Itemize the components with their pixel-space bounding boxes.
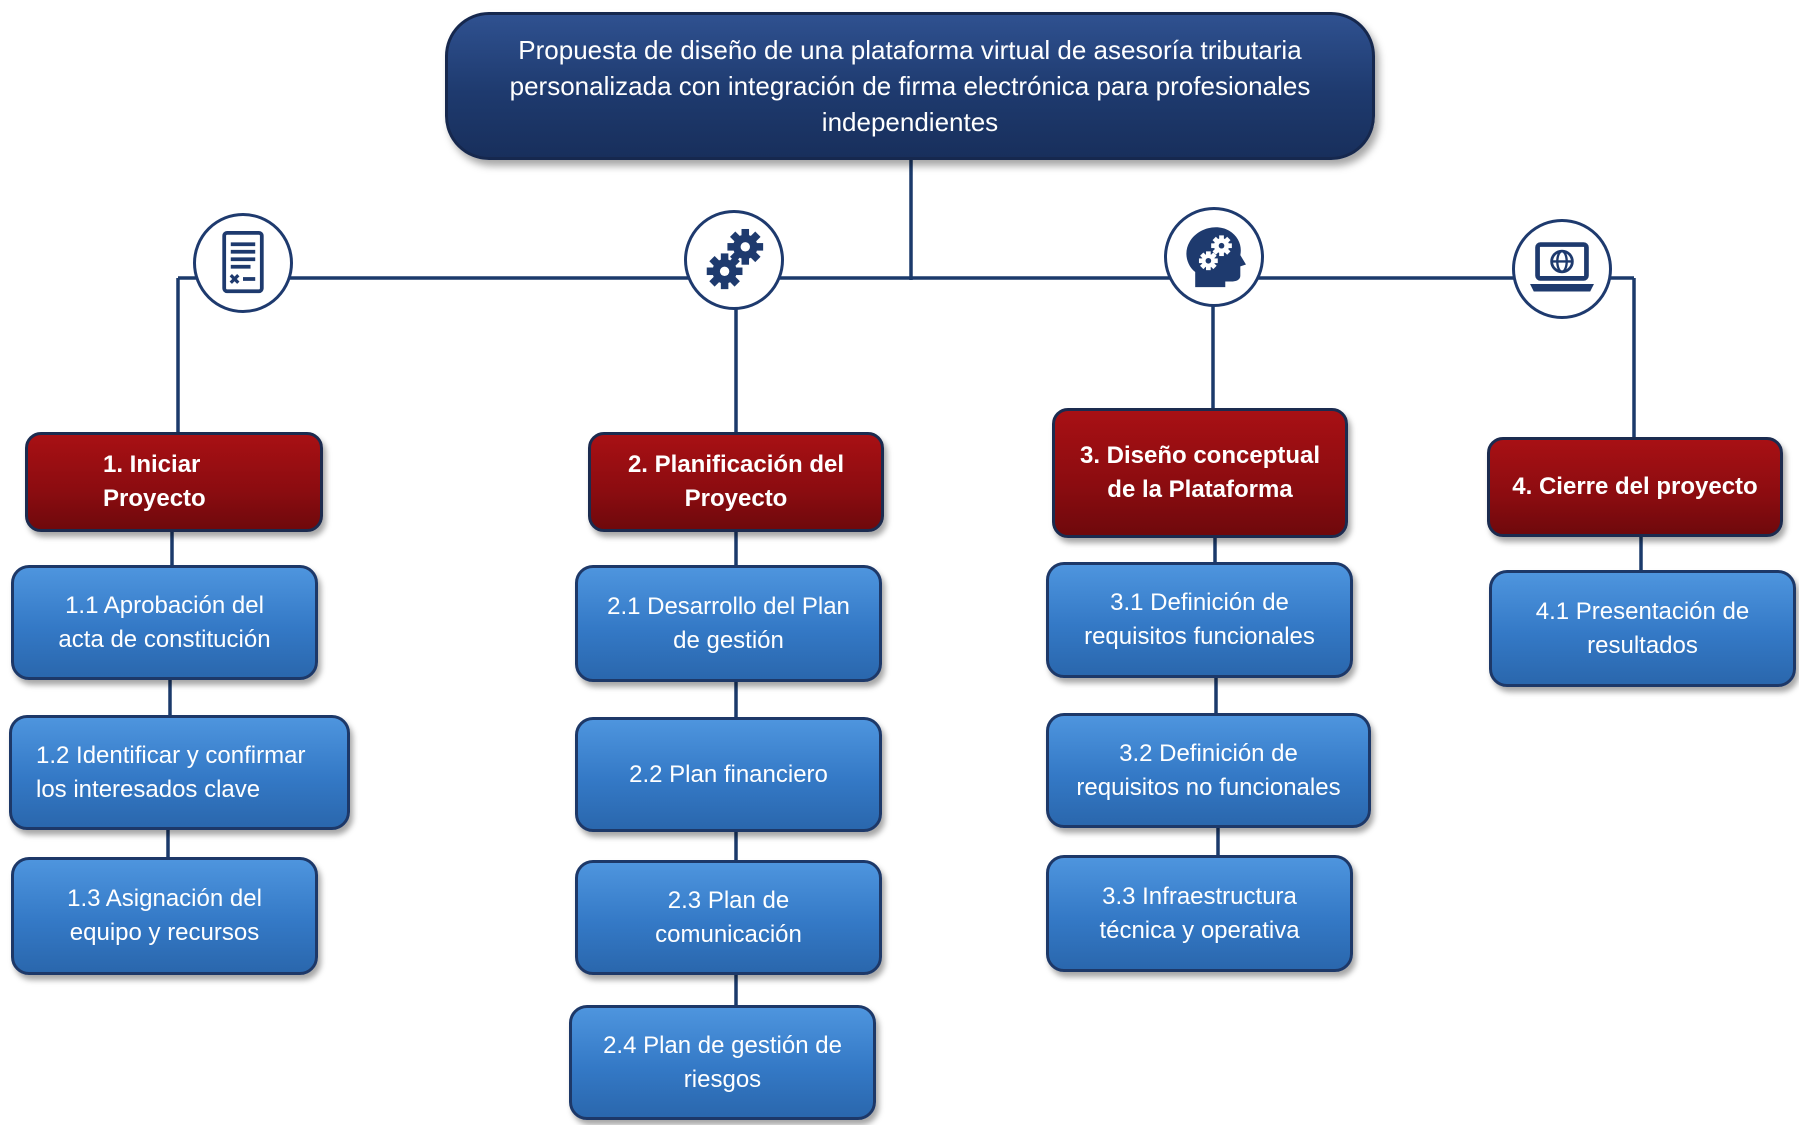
gears-icon bbox=[684, 210, 784, 310]
task-2-4: 2.4 Plan de gestión de riesgos bbox=[569, 1005, 876, 1120]
task-1-2: 1.2 Identificar y confirmar los interesa… bbox=[9, 715, 350, 830]
document-icon bbox=[193, 213, 293, 313]
task-3-2: 3.2 Definición de requisitos no funciona… bbox=[1046, 713, 1371, 828]
phase-3-design: 3. Diseño conceptual de la Plataforma bbox=[1052, 408, 1348, 538]
task-3-3: 3.3 Infraestructura técnica y operativa bbox=[1046, 855, 1353, 972]
task-3-1: 3.1 Definición de requisitos funcionales bbox=[1046, 562, 1353, 678]
phase-2-planning: 2. Planificación del Proyecto bbox=[588, 432, 884, 532]
phase-4-closure: 4. Cierre del proyecto bbox=[1487, 437, 1783, 537]
task-4-1: 4.1 Presentación de resultados bbox=[1489, 570, 1796, 687]
head-gears-icon bbox=[1164, 207, 1264, 307]
task-2-1: 2.1 Desarrollo del Plan de gestión bbox=[575, 565, 882, 682]
phase-1-initiate: 1. Iniciar Proyecto bbox=[25, 432, 323, 532]
task-1-1: 1.1 Aprobación del acta de constitución bbox=[11, 565, 318, 680]
task-2-3: 2.3 Plan de comunicación bbox=[575, 860, 882, 975]
project-title: Propuesta de diseño de una plataforma vi… bbox=[445, 12, 1375, 160]
task-2-2: 2.2 Plan financiero bbox=[575, 717, 882, 832]
laptop-globe-icon bbox=[1512, 219, 1612, 319]
task-1-3: 1.3 Asignación del equipo y recursos bbox=[11, 857, 318, 975]
